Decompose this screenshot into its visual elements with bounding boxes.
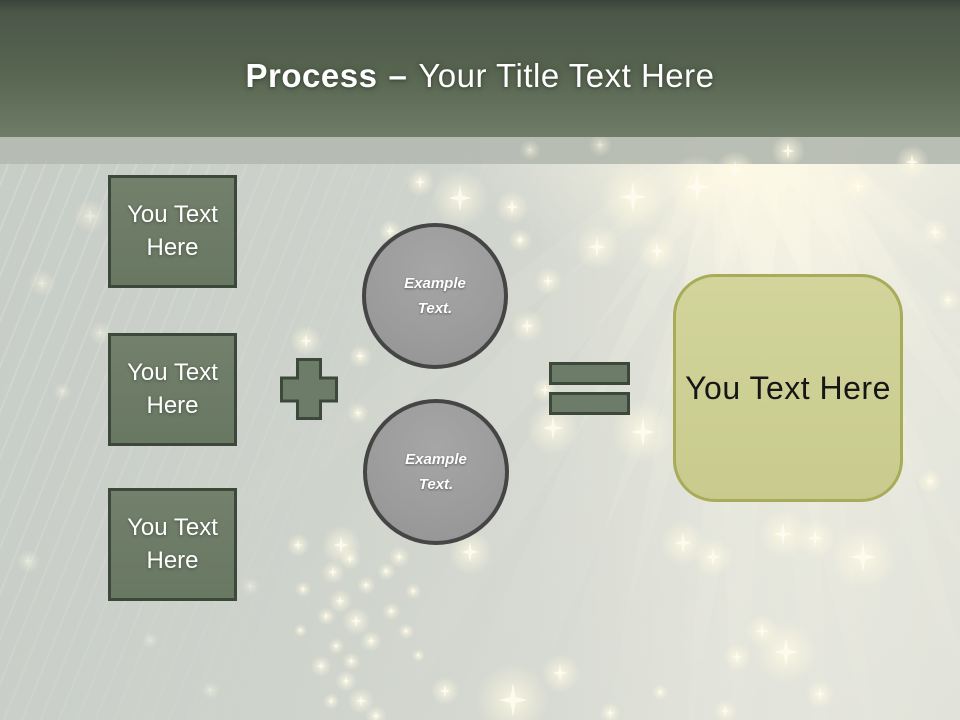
sparkle-icon	[298, 628, 303, 633]
sparkle-icon	[342, 677, 350, 685]
sparkle-icon	[506, 201, 519, 214]
sparkle-icon	[606, 709, 614, 717]
sparkle-icon	[395, 553, 403, 561]
sparkle-icon	[543, 276, 554, 287]
sparkle-icon	[207, 687, 214, 694]
sparkle-icon	[96, 329, 105, 338]
sparkle-icon	[294, 541, 303, 550]
sparkle-icon	[367, 637, 375, 645]
sparkle-icon	[247, 583, 254, 590]
sparkle-icon	[300, 335, 312, 347]
sparkle-icon	[930, 227, 941, 238]
equals-icon[interactable]	[549, 362, 630, 415]
title-bar: Process – Your Title Text Here	[0, 0, 960, 137]
result-box[interactable]: You Text Here	[673, 274, 903, 502]
example-circle-2[interactable]: Example Text.	[363, 399, 509, 545]
sparkle-icon	[543, 418, 563, 438]
sparkle-icon	[521, 320, 534, 333]
sparkle-icon	[526, 146, 534, 154]
sparkle-icon	[721, 707, 730, 716]
sparkle-icon	[906, 156, 919, 169]
result-box-label: You Text Here	[685, 369, 891, 406]
sparkle-icon	[851, 545, 876, 570]
sparkle-icon	[372, 712, 380, 720]
sparkle-icon	[388, 608, 395, 615]
sparkle-icon	[620, 184, 646, 210]
title-separator: –	[388, 56, 408, 94]
sparkle-icon	[336, 597, 345, 606]
sparkle-icon	[589, 239, 606, 256]
circle-label: Example Text.	[404, 274, 466, 318]
sparkle-icon	[631, 420, 655, 444]
sparkle-icon	[328, 698, 334, 704]
sparkle-icon	[756, 625, 769, 638]
sparkle-icon	[732, 652, 743, 663]
sparkle-icon	[782, 145, 795, 158]
sparkle-icon	[363, 582, 370, 589]
sparkle-icon	[37, 278, 48, 289]
input-box-2[interactable]: You Text Here	[108, 333, 237, 446]
sparkle-icon	[728, 163, 743, 178]
sparkle-icon	[323, 613, 330, 620]
sparkle-icon	[386, 227, 395, 236]
sparkle-icon	[334, 538, 349, 553]
title-emphasis: Process	[245, 56, 378, 94]
sparkle-icon	[317, 662, 325, 670]
sparkle-icon	[462, 544, 479, 561]
input-box-3[interactable]: You Text Here	[108, 488, 237, 601]
slide-title[interactable]: Process – Your Title Text Here	[246, 59, 715, 92]
sparkle-icon	[706, 550, 721, 565]
sparkle-icon	[348, 658, 355, 665]
circle-label: Example Text.	[405, 450, 467, 494]
input-box-1[interactable]: You Text Here	[108, 175, 237, 288]
sparkle-icon	[403, 628, 409, 634]
example-circle-1[interactable]: Example Text.	[362, 223, 508, 369]
equals-bar-top	[549, 362, 630, 385]
sparkle-icon	[774, 525, 793, 544]
sparkle-icon	[596, 141, 605, 150]
sparkle-icon	[499, 686, 527, 714]
sparkle-icon	[415, 177, 426, 188]
equals-bar-bottom	[549, 392, 630, 415]
sparkle-icon	[354, 409, 362, 417]
input-box-label: You Text Here	[127, 514, 218, 574]
sparkle-icon	[329, 568, 338, 577]
sparkle-icon	[516, 236, 525, 245]
sparkle-icon	[383, 568, 390, 575]
input-box-label: You Text Here	[127, 201, 218, 261]
background-strip	[0, 137, 960, 164]
plus-icon[interactable]	[280, 358, 338, 420]
sparkle-icon	[356, 696, 366, 706]
title-text: Your Title Text Here	[418, 56, 715, 94]
sparkle-icon	[553, 666, 568, 681]
sparkle-icon	[926, 477, 935, 486]
sparkle-icon	[657, 689, 663, 695]
sparkle-icon	[815, 689, 826, 700]
sparkle-icon	[147, 637, 153, 643]
sparkle-icon	[351, 616, 362, 627]
sparkle-icon	[449, 187, 471, 209]
sparkle-icon	[84, 210, 97, 223]
sparkle-icon	[410, 588, 416, 594]
sparkle-icon	[685, 175, 709, 199]
sparkle-icon	[650, 244, 665, 259]
sparkle-icon	[59, 388, 66, 395]
sparkle-icon	[24, 557, 33, 566]
sparkle-icon	[852, 180, 864, 192]
sparkle-icon	[774, 640, 798, 664]
sparkle-icon	[675, 535, 692, 552]
sparkle-icon	[808, 531, 823, 546]
sparkle-icon	[333, 643, 339, 649]
sparkle-icon	[416, 653, 421, 658]
sparkle-icon	[944, 296, 953, 305]
input-box-label: You Text Here	[127, 359, 218, 419]
sparkle-icon	[300, 586, 306, 592]
sparkle-icon	[356, 352, 365, 361]
sparkle-icon	[440, 686, 451, 697]
